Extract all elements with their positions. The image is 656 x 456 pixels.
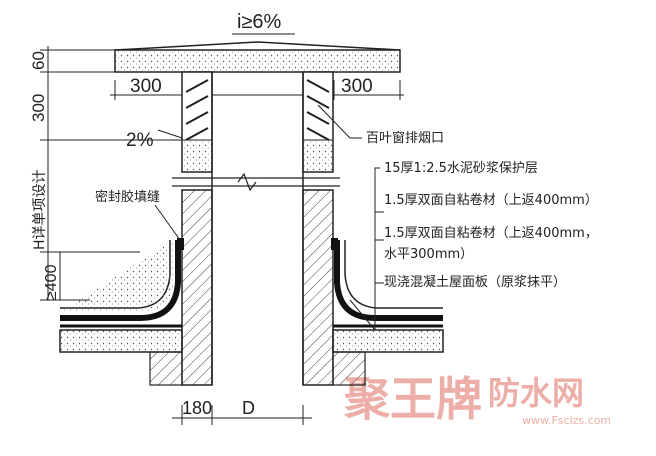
membrane-left [60, 238, 184, 328]
sealant-right [331, 238, 338, 250]
cap-width-left: 300 [130, 76, 162, 97]
callout-leaders [154, 104, 384, 331]
roof-slab [59, 329, 444, 386]
watermark: 聚王牌 防水网 www.Fsclzs.com [343, 372, 611, 427]
callout-layer3-line1: 1.5厚双面自粘卷材（上返400mm， [384, 225, 598, 241]
callout-layer4: 现浇混凝土屋面板（原浆抹平） [384, 274, 566, 290]
inner-slope-leader [157, 129, 183, 139]
dim-60: 60 [29, 51, 48, 70]
dim-wall-180: 180 [182, 398, 212, 418]
vertical-dimensions [40, 46, 182, 301]
watermark-site: 防水网 [488, 374, 584, 412]
callout-layer3-line2: 水平300mm） [384, 247, 473, 262]
chimney-upper-walls [181, 71, 334, 173]
callout-louver: 百叶窗排烟口 [366, 130, 444, 146]
callout-layer2: 1.5厚双面自粘卷材（上返400mm） [384, 192, 598, 208]
dim-height-design: H详单项设计 [32, 169, 48, 250]
callout-layer1: 15厚1:2.5水泥砂浆保护层 [384, 161, 538, 176]
chimney-cap [114, 41, 401, 73]
dim-upturn: ≥400 [43, 264, 60, 300]
bottom-dimensions [172, 405, 312, 425]
louver-slats-left [185, 79, 209, 141]
louver-slats-right [306, 79, 330, 141]
inner-slope-label: 2% [126, 130, 154, 151]
flue-inner [211, 72, 304, 385]
dim-300: 300 [29, 94, 48, 122]
break-line [172, 172, 340, 192]
dim-diameter: D [242, 398, 255, 418]
membrane-right [331, 238, 443, 328]
watermark-url: www.Fsclzs.com [522, 414, 611, 427]
callout-sealant: 密封胶填缝 [95, 189, 160, 205]
sealant-left [177, 238, 184, 250]
chimney-lower-walls [181, 189, 334, 386]
watermark-brand: 聚王牌 [343, 372, 482, 426]
slope-label: i≥6% [237, 11, 282, 33]
cap-width-right: 300 [341, 76, 373, 97]
